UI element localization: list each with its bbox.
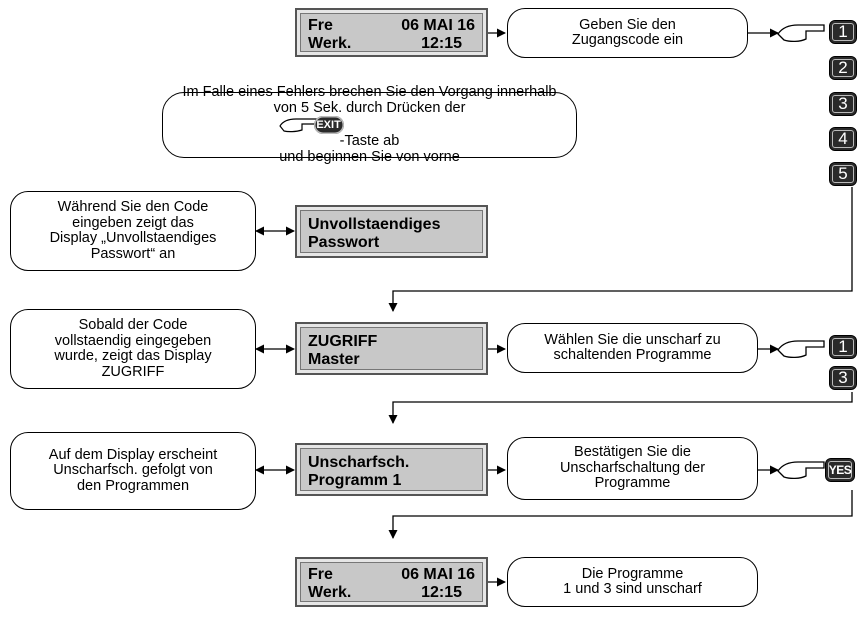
error-note: Im Falle eines Fehlers brechen Sie den V… bbox=[162, 84, 577, 164]
program-key-3[interactable]: 3 bbox=[829, 366, 857, 390]
lcd-display-end: Fre 06 MAI 16 Werk. 12:15 bbox=[295, 557, 488, 607]
program-key-1[interactable]: 1 bbox=[829, 335, 857, 359]
code-key-2[interactable]: 2 bbox=[829, 56, 857, 80]
code-key-3[interactable]: 3 bbox=[829, 92, 857, 116]
lcd-display-incomplete: Unvollstaendiges Passwort bbox=[295, 205, 488, 258]
step-confirm: Bestätigen Sie die Unscharfschaltung der… bbox=[507, 437, 758, 500]
code-key-5[interactable]: 5 bbox=[829, 162, 857, 186]
display-day: Fre bbox=[308, 17, 333, 34]
note-access: Sobald der Code vollstaendig eingegeben … bbox=[10, 309, 256, 389]
step-select-programs: Wählen Sie die unscharf zu schaltenden P… bbox=[507, 323, 758, 373]
result-note: Die Programme 1 und 3 sind unscharf bbox=[507, 557, 758, 607]
note-incomplete-code: Während Sie den Code eingeben zeigt das … bbox=[10, 191, 256, 271]
display-time: 12:15 bbox=[421, 35, 462, 52]
pointing-hand-icon bbox=[777, 340, 825, 359]
lcd-display-disarm: Unscharfsch. Programm 1 bbox=[295, 443, 488, 496]
connector-keys-to-access bbox=[388, 187, 853, 312]
step-enter-code: Geben Sie den Zugangscode ein bbox=[507, 8, 748, 58]
display-mode: Werk. bbox=[308, 584, 352, 601]
code-key-4[interactable]: 4 bbox=[829, 127, 857, 151]
connector-yes-to-end bbox=[388, 490, 853, 539]
lcd-display-access: ZUGRIFF Master bbox=[295, 322, 488, 375]
connector-program-keys-to-disarm bbox=[388, 392, 853, 424]
display-time: 12:15 bbox=[421, 584, 462, 601]
confirm-yes-key[interactable]: YES bbox=[825, 458, 855, 482]
pointing-hand-icon bbox=[278, 118, 319, 133]
display-date: 06 MAI 16 bbox=[401, 17, 475, 34]
pointing-hand-icon bbox=[777, 461, 825, 480]
pointing-hand-icon bbox=[777, 24, 825, 43]
display-day: Fre bbox=[308, 566, 333, 583]
exit-key[interactable]: EXIT bbox=[313, 116, 344, 134]
exit-key-pointer: EXIT bbox=[278, 116, 344, 134]
code-key-1[interactable]: 1 bbox=[829, 20, 857, 44]
lcd-display-start: Fre 06 MAI 16 Werk. 12:15 bbox=[295, 8, 488, 57]
note-disarm: Auf dem Display erscheint Unscharfsch. g… bbox=[10, 432, 256, 510]
display-mode: Werk. bbox=[308, 35, 352, 52]
display-date: 06 MAI 16 bbox=[401, 566, 475, 583]
